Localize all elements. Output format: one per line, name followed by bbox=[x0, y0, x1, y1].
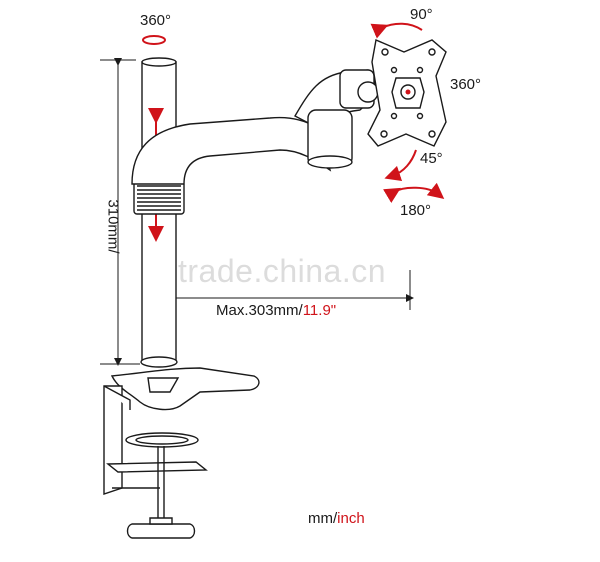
units-mm: mm/ bbox=[308, 510, 338, 527]
vesa-plate bbox=[367, 39, 447, 147]
rotate-plate-label: 360° bbox=[450, 76, 482, 93]
units-inch: inch bbox=[337, 510, 365, 527]
tilt-side-label: 45° bbox=[420, 150, 443, 167]
tilt-arrow bbox=[370, 22, 423, 39]
tilt-top-label: 90° bbox=[410, 6, 433, 23]
reach-label: Max.303mm/11.9" bbox=[216, 302, 336, 319]
reach-dimension-line bbox=[156, 270, 414, 310]
rotate-top-arrow bbox=[142, 35, 166, 45]
reach-inch: 11.9" bbox=[302, 302, 337, 319]
height-dimension-line bbox=[100, 58, 140, 366]
units-label: mm/inch bbox=[308, 510, 365, 527]
desk-clamp bbox=[103, 385, 208, 539]
swivel-label: 180° bbox=[400, 202, 432, 219]
collar bbox=[133, 181, 185, 215]
rotate-top-label: 360° bbox=[140, 12, 172, 29]
swivel-arrow bbox=[383, 182, 445, 203]
tilt-side-arrow bbox=[384, 149, 417, 182]
reach-mm: Max.303mm/ bbox=[216, 302, 303, 319]
watermark: trade.china.cn bbox=[178, 253, 387, 289]
height-label: 310mm/ bbox=[104, 199, 122, 254]
base-foot bbox=[110, 356, 260, 411]
